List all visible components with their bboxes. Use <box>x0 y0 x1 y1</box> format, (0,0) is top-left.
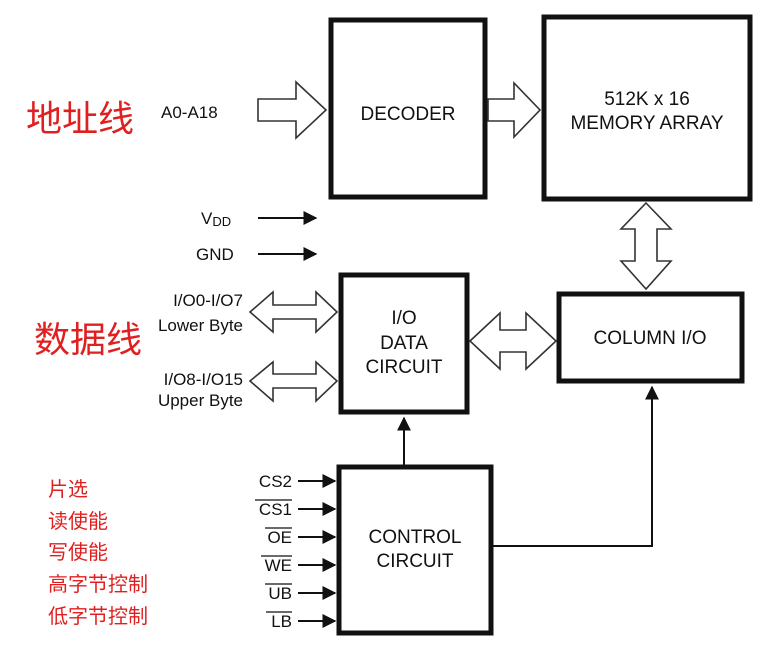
io-data-circuit-line2: DATA <box>380 333 428 354</box>
data-line-annotation: 数据线 <box>34 320 142 361</box>
cs1-label: CS1 <box>259 500 292 519</box>
io-column-bidirectional-arrow <box>468 311 558 371</box>
io-lower-desc: Lower Byte <box>158 316 243 335</box>
upper-byte-bidirectional-arrow <box>248 360 339 403</box>
address-signal-label: A0-A18 <box>161 103 218 122</box>
io-data-circuit-line1: I/O <box>391 308 416 329</box>
oe-label: OE <box>267 528 292 547</box>
column-io-label: COLUMN I/O <box>594 328 707 349</box>
io-data-circuit-line3: CIRCUIT <box>365 357 442 378</box>
we-label: WE <box>265 556 292 575</box>
cs2-label: CS2 <box>259 472 292 491</box>
high-byte-control-annotation: 高字节控制 <box>48 572 148 596</box>
decoder-block <box>328 17 488 200</box>
lower-byte-bidirectional-arrow <box>248 290 339 334</box>
control-circuit-block <box>336 464 494 636</box>
memory-column-bidirectional-arrow <box>619 201 673 291</box>
control-circuit-line2: CIRCUIT <box>376 551 453 572</box>
address-line-annotation: 地址线 <box>26 99 134 140</box>
decoder-to-memory-arrow <box>487 81 542 139</box>
read-enable-annotation: 读使能 <box>48 509 108 533</box>
chip-select-annotation: 片选 <box>48 477 88 501</box>
vdd-label-main: V <box>201 209 213 228</box>
decoder-label: DECODER <box>360 104 455 125</box>
memory-array-size-label: 512K x 16 <box>604 89 690 110</box>
ub-label: UB <box>268 584 292 603</box>
vdd-label: VDD <box>201 209 231 229</box>
control-circuit-line1: CONTROL <box>369 527 462 548</box>
low-byte-control-annotation: 低字节控制 <box>48 604 148 628</box>
memory-array-block <box>541 14 753 202</box>
io-upper-name: I/O8-I/O15 <box>164 370 243 389</box>
column-io-block <box>556 291 745 384</box>
memory-array-label: MEMORY ARRAY <box>570 113 723 134</box>
io-upper-desc: Upper Byte <box>158 391 243 410</box>
gnd-label: GND <box>196 245 234 264</box>
write-enable-annotation: 写使能 <box>48 540 108 564</box>
address-bus-arrow <box>257 80 328 140</box>
control-to-column-io-arrow <box>491 385 659 547</box>
io-data-circuit-block <box>338 272 470 415</box>
lb-label: LB <box>271 612 292 631</box>
vdd-label-subscript: DD <box>212 214 231 229</box>
io-lower-name: I/O0-I/O7 <box>173 291 243 310</box>
